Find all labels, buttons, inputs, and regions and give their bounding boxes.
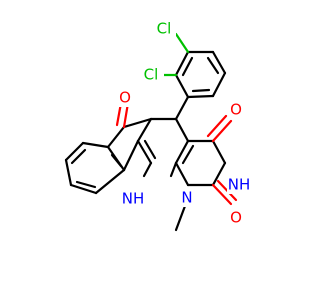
bond: [70, 148, 87, 165]
bond: [206, 56, 220, 75]
bond: [211, 119, 233, 143]
bond: [174, 139, 190, 165]
bond: [69, 183, 98, 195]
bond: [75, 180, 97, 189]
bond: [174, 32, 190, 54]
atom-labels: Cl Cl O O NH O NH N: [118, 20, 251, 227]
benzo-ring: [64, 141, 126, 195]
bond: [186, 94, 215, 99]
bond: [122, 117, 153, 129]
bond: [169, 161, 178, 178]
bond: [211, 50, 227, 75]
nh-atom: NH: [228, 176, 251, 194]
nitrogen-atom-methyl: N: [181, 189, 192, 207]
structure-drawing: Cl Cl O O NH O NH N: [64, 20, 251, 232]
dichlorophenyl-ring: [174, 50, 227, 99]
molecule-canvas: Cl Cl O O NH O NH N: [64, 20, 251, 232]
bond: [181, 144, 195, 165]
chlorine-atom: Cl: [144, 66, 159, 84]
bond: [110, 153, 123, 168]
pyrimidinedione-ring: [174, 139, 227, 187]
bond: [174, 95, 190, 121]
bond: [174, 161, 190, 187]
nh-atom-indole: NH: [122, 190, 145, 208]
bond: [211, 183, 233, 206]
bond: [174, 73, 190, 99]
bond: [143, 139, 157, 160]
bond: [122, 139, 140, 172]
bond: [211, 71, 227, 98]
dihydropyridine-ring: [136, 117, 190, 178]
bond: [106, 125, 126, 149]
bond: [136, 139, 153, 165]
oxygen-atom: O: [230, 101, 242, 119]
bond: [136, 117, 153, 143]
chlorine-atom: Cl: [157, 20, 172, 38]
bond: [191, 88, 211, 93]
bond: [64, 141, 85, 162]
bond: [181, 56, 194, 77]
bond: [64, 158, 73, 187]
bond: [142, 161, 153, 178]
oxygen-atom: O: [230, 209, 242, 227]
bond: [211, 139, 227, 165]
bond: [174, 50, 190, 77]
bond: [81, 141, 110, 149]
bond: [94, 168, 126, 195]
bond: [211, 161, 227, 187]
bond: [206, 114, 228, 138]
bond: [174, 117, 190, 143]
indenone-five-ring: [106, 117, 153, 172]
oxygen-atom-ketone: O: [119, 89, 131, 107]
